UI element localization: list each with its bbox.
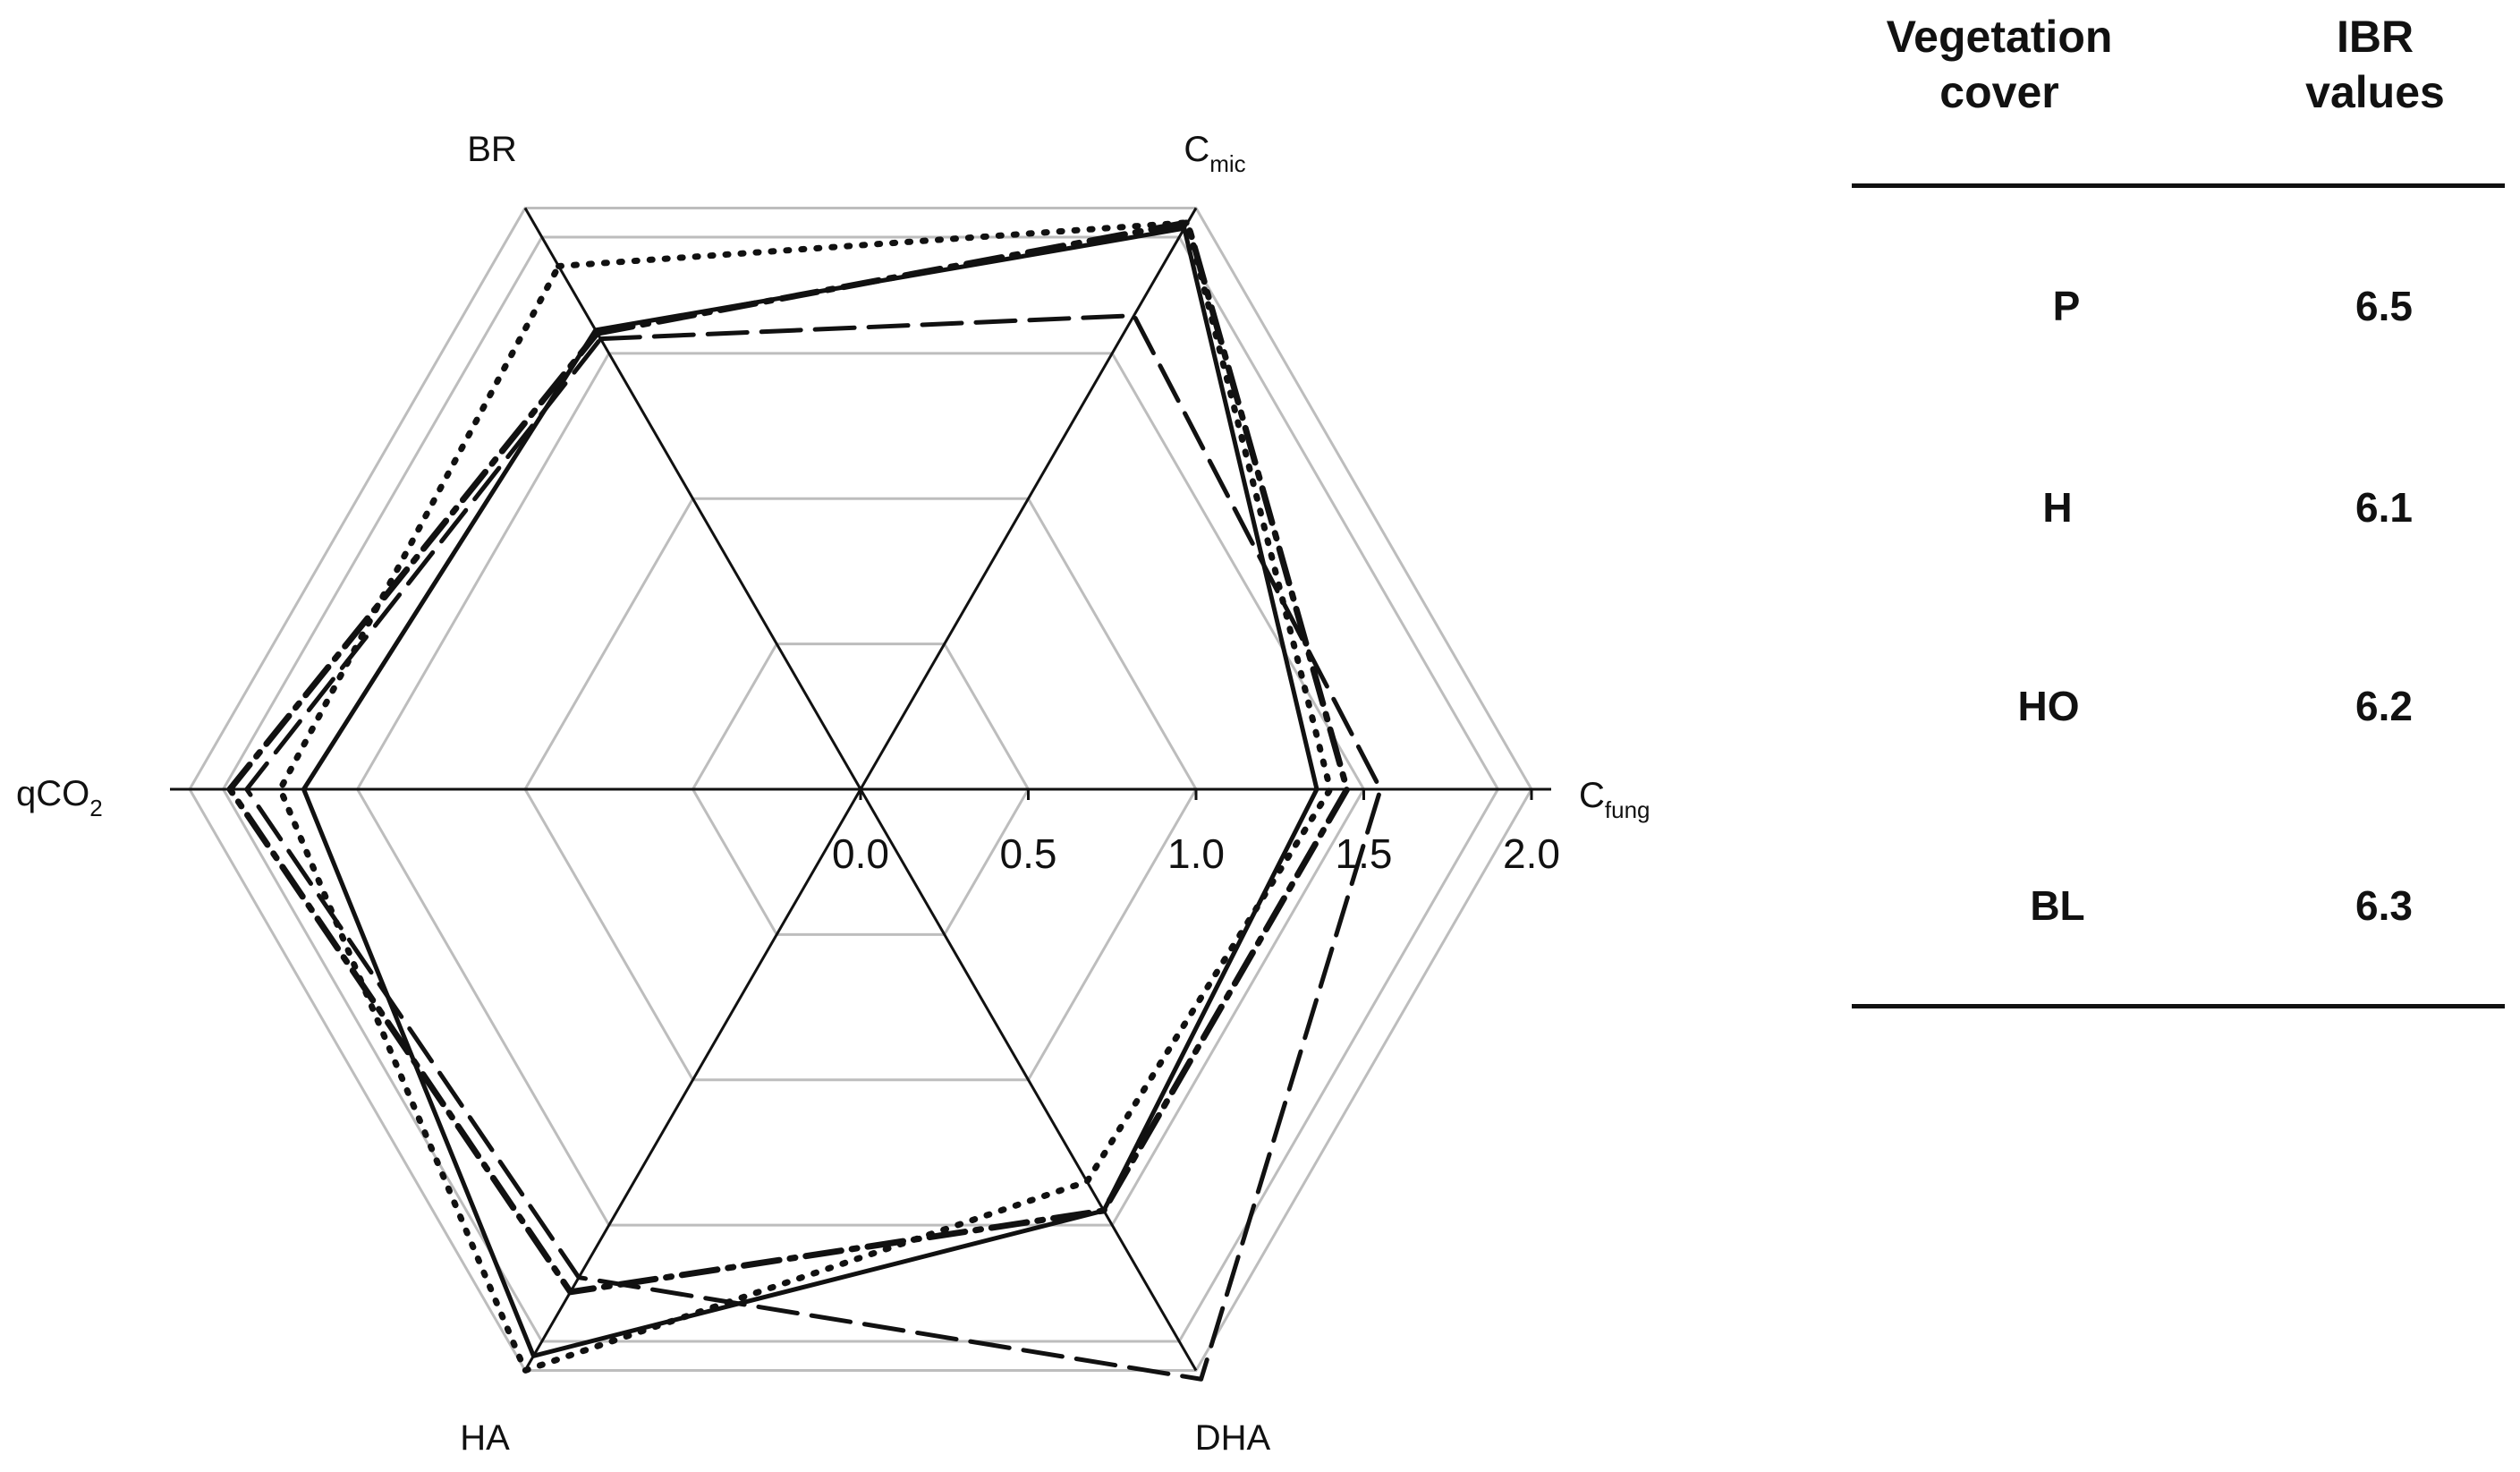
- axis-label-Cfung-main: C: [1579, 776, 1605, 815]
- axis-label-Cfung-sub: fung: [1605, 796, 1650, 823]
- axis-label-BR-main: BR: [467, 130, 517, 169]
- series-line-longdash: [244, 313, 1383, 1382]
- axis-label-BR: BR: [467, 130, 517, 169]
- axis-label-qCO2: qCO2: [16, 774, 103, 821]
- axis-spoke-HA: [523, 788, 862, 1372]
- series-line-dotted: [276, 219, 1334, 1374]
- row-p-cover: P: [2052, 283, 2081, 329]
- axis-label-HA: HA: [460, 1418, 510, 1458]
- row-h-cover: H: [2042, 484, 2073, 531]
- row-bl-cover: BL: [2030, 882, 2085, 929]
- radial-tick-label-1: 0.5: [1000, 830, 1057, 877]
- series-line-solid: [301, 225, 1319, 1358]
- axis-label-Cmic-main: C: [1184, 130, 1209, 169]
- header-ibr-line2: values: [2305, 67, 2445, 117]
- table-bottom-rule: [1852, 1004, 2505, 1008]
- header-ibr-line1: IBR: [2336, 12, 2414, 62]
- axis-label-Cmic-sub: mic: [1209, 150, 1245, 177]
- axis-label-HA-main: HA: [460, 1418, 510, 1458]
- header-vegetation-cover: Vegetation cover: [1870, 9, 2129, 120]
- axis-label-Cmic: Cmic: [1184, 130, 1245, 177]
- row-h-ibr: 6.1: [2355, 484, 2413, 531]
- axis-label-qCO2-main: qCO: [16, 774, 89, 813]
- row-bl-ibr: 6.3: [2355, 882, 2413, 929]
- radial-tick-label-3: 1.5: [1336, 830, 1393, 877]
- axis-spoke-BR: [523, 207, 862, 790]
- axis-spoke-Cmic: [859, 207, 1198, 790]
- row-p-ibr: 6.5: [2355, 283, 2413, 329]
- axis-spoke-DHA: [859, 788, 1198, 1372]
- axis-label-DHA: DHA: [1195, 1418, 1271, 1458]
- row-ho-cover: HO: [2017, 683, 2080, 729]
- radial-tick-label-0: 0.0: [832, 830, 889, 877]
- axis-label-Cfung: Cfung: [1579, 776, 1650, 823]
- axis-label-qCO2-sub: 2: [89, 795, 102, 821]
- spoke-layer: [170, 207, 1551, 1372]
- header-vegetation-line2: cover: [1939, 67, 2059, 117]
- axis-label-DHA-main: DHA: [1195, 1418, 1271, 1458]
- header-ibr-values: IBR values: [2272, 9, 2478, 120]
- row-ho-ibr: 6.2: [2355, 683, 2413, 729]
- radial-tick-label-4: 2.0: [1503, 830, 1560, 877]
- header-vegetation-line1: Vegetation: [1886, 12, 2113, 62]
- radial-tick-label-2: 1.0: [1167, 830, 1225, 877]
- series-layer: [226, 219, 1383, 1382]
- table-top-rule: [1852, 183, 2505, 188]
- series-line-dashdot: [226, 219, 1351, 1296]
